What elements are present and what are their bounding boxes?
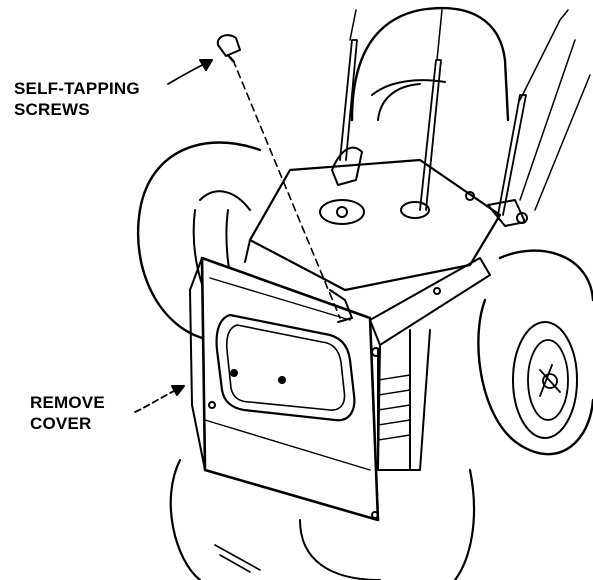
center-shaft <box>377 329 411 471</box>
remove-cover-label: REMOVE COVER <box>30 392 105 434</box>
remove-cover-label-line1: REMOVE <box>30 393 105 412</box>
self-tapping-screws-label-line2: SCREWS <box>14 100 90 119</box>
remove-cover-label-line2: COVER <box>30 414 92 433</box>
self-tapping-screw <box>216 34 341 319</box>
right-bracket <box>369 257 491 471</box>
cover-panel <box>189 256 380 522</box>
upper-column <box>350 6 510 122</box>
control-rods <box>339 9 591 216</box>
callout-arrows <box>134 59 213 413</box>
top-plate <box>244 146 528 292</box>
right-wheel <box>477 249 593 456</box>
lower-housing <box>169 458 476 580</box>
self-tapping-screws-label: SELF-TAPPING SCREWS <box>14 78 140 120</box>
self-tapping-screws-label-line1: SELF-TAPPING <box>14 79 140 98</box>
